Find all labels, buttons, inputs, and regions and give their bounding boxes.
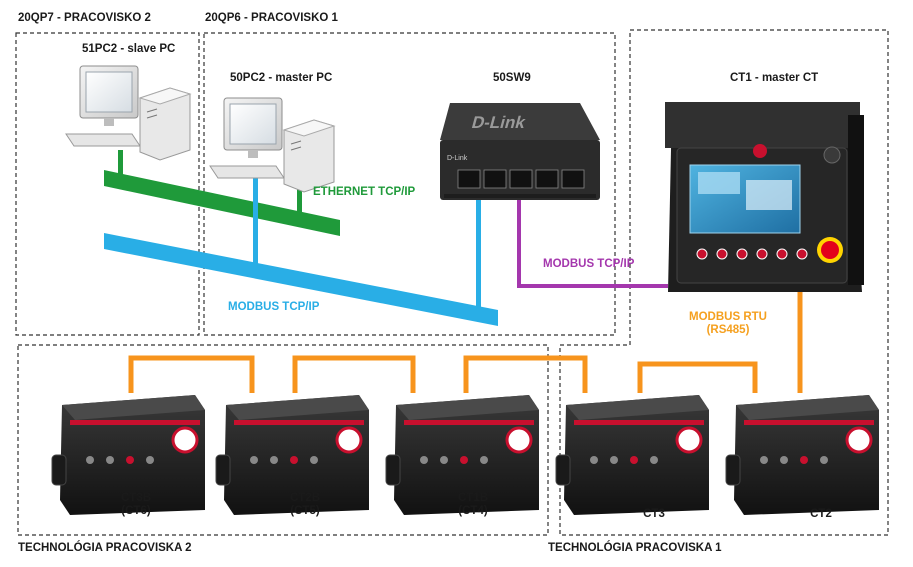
slave-pc-icon <box>65 65 192 161</box>
modbus-tcp-switch-line <box>517 198 668 288</box>
ethernet-bus <box>104 170 340 236</box>
ethernet-label: ETHERNET TCP/IP <box>313 186 416 198</box>
ct2-label: CT2 <box>810 508 832 520</box>
modbus-tcp-bus <box>104 233 498 326</box>
modbus-tcp-purple-label: MODBUS TCP/IP <box>543 258 635 270</box>
ct3b-label: CT3B (CT6) <box>114 492 158 518</box>
ct-device-ct2b <box>215 395 369 515</box>
ct3b-label-line1: CT3B <box>120 492 152 504</box>
switch-brand-text: D-Link <box>470 112 529 132</box>
modbus-rtu-lines <box>128 283 803 393</box>
region-pracovisko-1 <box>203 32 616 336</box>
ct1b-label-line2: (CT4) <box>458 505 488 517</box>
modbus-drop-switch <box>476 198 481 308</box>
ct-device-ct2 <box>725 395 879 515</box>
ct1b-label-line1: CT1B <box>457 492 489 504</box>
region-label-technologia-2: TECHNOLÓGIA PRACOVISKA 2 <box>18 542 192 554</box>
svg-text:D-Link: D-Link <box>447 155 468 162</box>
ct1b-label: CT1B (CT4) <box>451 492 495 518</box>
modbus-rtu-label-line2: (RS485) <box>706 324 750 336</box>
ct2b-label-line2: (CT5) <box>290 505 320 517</box>
ct2b-label-line1: CT2B <box>289 492 321 504</box>
master-ct-label: CT1 - master CT <box>730 72 819 84</box>
slave-pc-label: 51PC2 - slave PC <box>82 43 176 55</box>
region-master-ct <box>559 29 889 536</box>
region-label-pracovisko-2: 20QP7 - PRACOVISKO 2 <box>18 12 151 24</box>
master-ct-icon <box>665 102 864 292</box>
master-pc-label: 50PC2 - master PC <box>230 72 333 84</box>
region-pracovisko-2 <box>15 32 200 336</box>
modbus-drop-master-pc <box>253 170 258 265</box>
region-label-technologia-1: TECHNOLÓGIA PRACOVISKA 1 <box>548 542 722 554</box>
modbus-rtu-label-line1: MODBUS RTU <box>689 311 767 323</box>
region-technologia-2 <box>17 344 549 536</box>
region-label-pracovisko-1: 20QP6 - PRACOVISKO 1 <box>205 12 338 24</box>
ct-device-ct1b <box>385 395 539 515</box>
ct2b-label: CT2B (CT5) <box>283 492 327 518</box>
modbus-tcp-blue-label: MODBUS TCP/IP <box>228 301 320 313</box>
ethernet-drop-slave-pc <box>118 150 123 178</box>
ct-device-ct3b <box>51 395 205 515</box>
switch-icon: D-Link D-Link <box>440 103 600 200</box>
ct3b-label-line2: (CT6) <box>121 505 151 517</box>
master-pc-icon <box>209 97 336 193</box>
modbus-rtu-label: MODBUS RTU (RS485) <box>686 311 770 337</box>
switch-label: 50SW9 <box>493 72 531 84</box>
ct3-label: CT3 <box>643 508 665 520</box>
ct-device-ct3 <box>555 395 709 515</box>
ethernet-drop-master-pc <box>297 185 302 215</box>
